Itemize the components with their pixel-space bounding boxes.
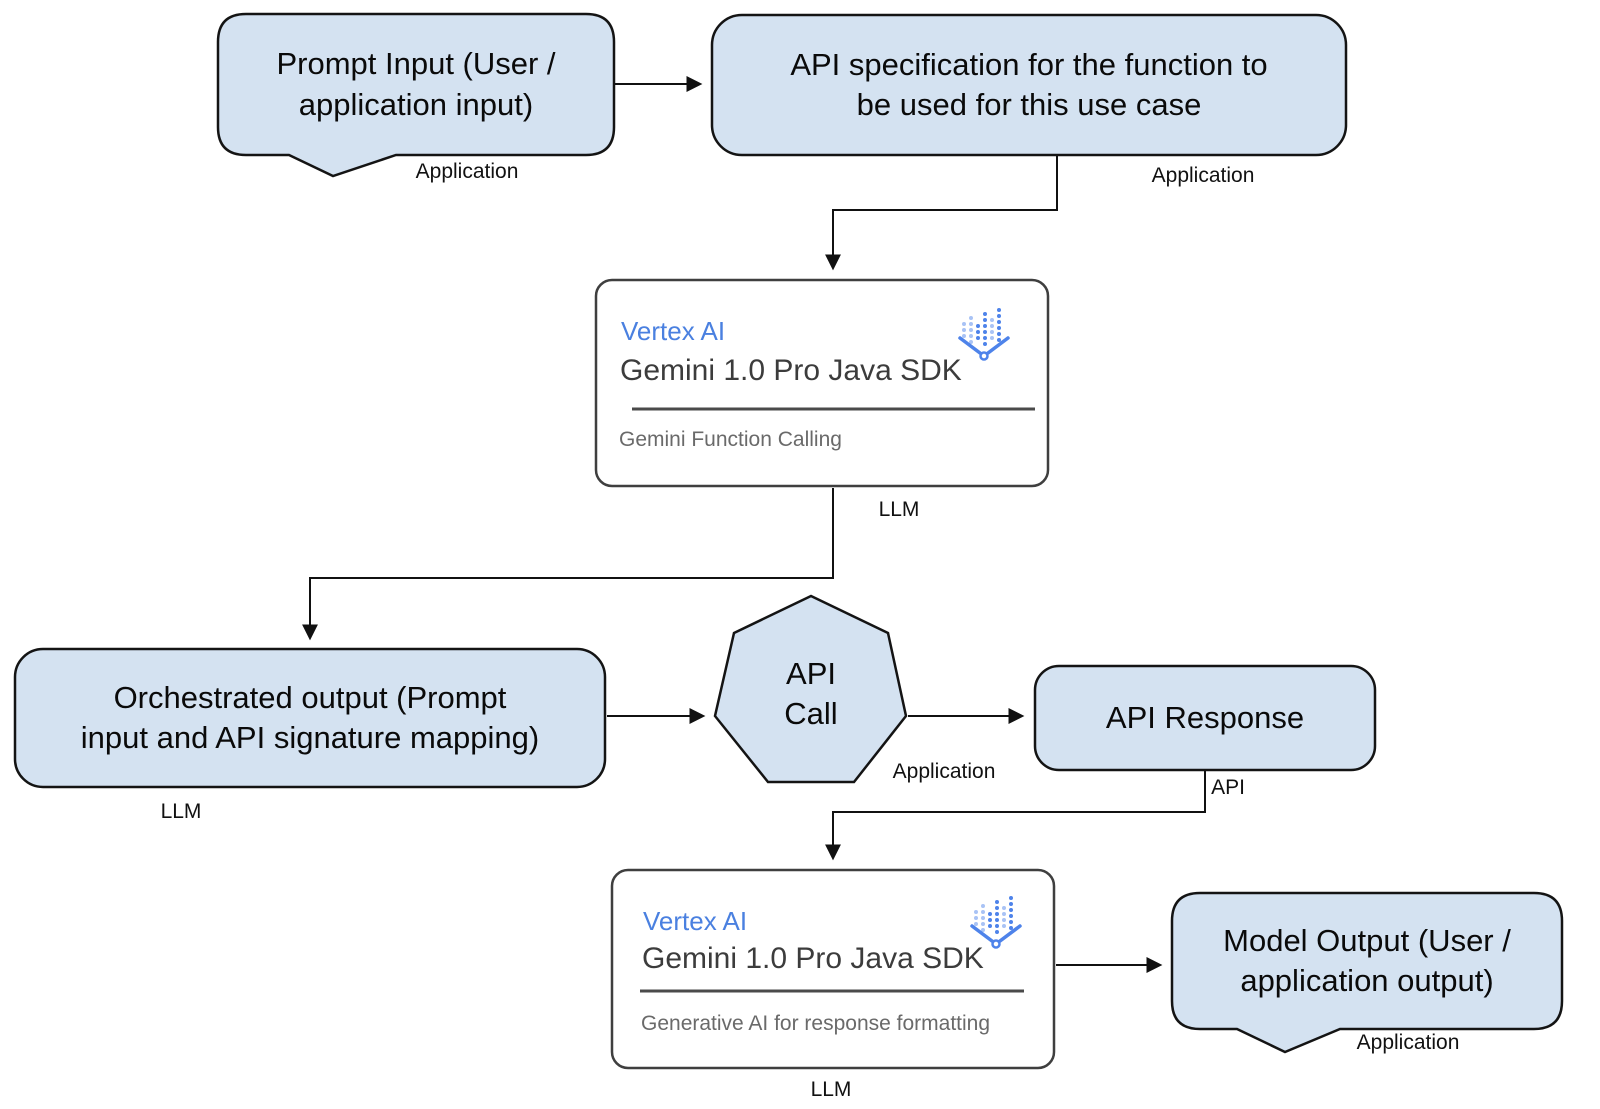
prompt-input-shape (216, 12, 616, 178)
vertex-card-2-subtitle: Generative AI for response formatting (641, 1012, 991, 1035)
api-spec-shape (710, 13, 1348, 157)
api-response-shape (1033, 664, 1377, 772)
vertex-card-2-brand: Vertex AI (643, 906, 748, 936)
vertex-card-1-subtitle: Gemini Function Calling (619, 428, 842, 451)
api-call-label: API Call (784, 655, 838, 731)
api-response-label: API Response (1105, 699, 1305, 735)
edge-response-to-card2 (825, 770, 1206, 861)
model-output-label: Model Output (User / application output) (1223, 922, 1511, 998)
model-output-shape (1170, 891, 1564, 1054)
vertex-card-2-tag: LLM (810, 1078, 852, 1101)
vertex-card-1-tag: LLM (878, 498, 920, 521)
model-output-tag: Application (1356, 1031, 1460, 1054)
api-spec-tag: Application (1151, 164, 1255, 187)
api-call-shape (713, 594, 908, 784)
orchestrated-output-shape (13, 647, 607, 789)
vertex-card-1-brand: Vertex AI (621, 316, 726, 346)
api-spec-label: API specification for the function to be… (790, 46, 1268, 122)
edge-spec-to-card1 (825, 156, 1058, 271)
orchestrated-output-label: Orchestrated output (Prompt input and AP… (80, 679, 540, 755)
orchestrated-output-tag: LLM (160, 800, 202, 823)
vertex-card-2-shape (610, 868, 1056, 1070)
vertex-card-2-title: Gemini 1.0 Pro Java SDK (642, 942, 984, 975)
api-call-tag: Application (892, 760, 996, 783)
vertex-card-1-title: Gemini 1.0 Pro Java SDK (620, 354, 962, 387)
prompt-input-tag: Application (415, 160, 519, 183)
prompt-input-label: Prompt Input (User / application input) (276, 46, 556, 122)
vertex-card-1-shape (594, 278, 1050, 488)
api-response-tag: API (1211, 776, 1245, 799)
edge-card1-to-orchestrated (302, 488, 834, 641)
